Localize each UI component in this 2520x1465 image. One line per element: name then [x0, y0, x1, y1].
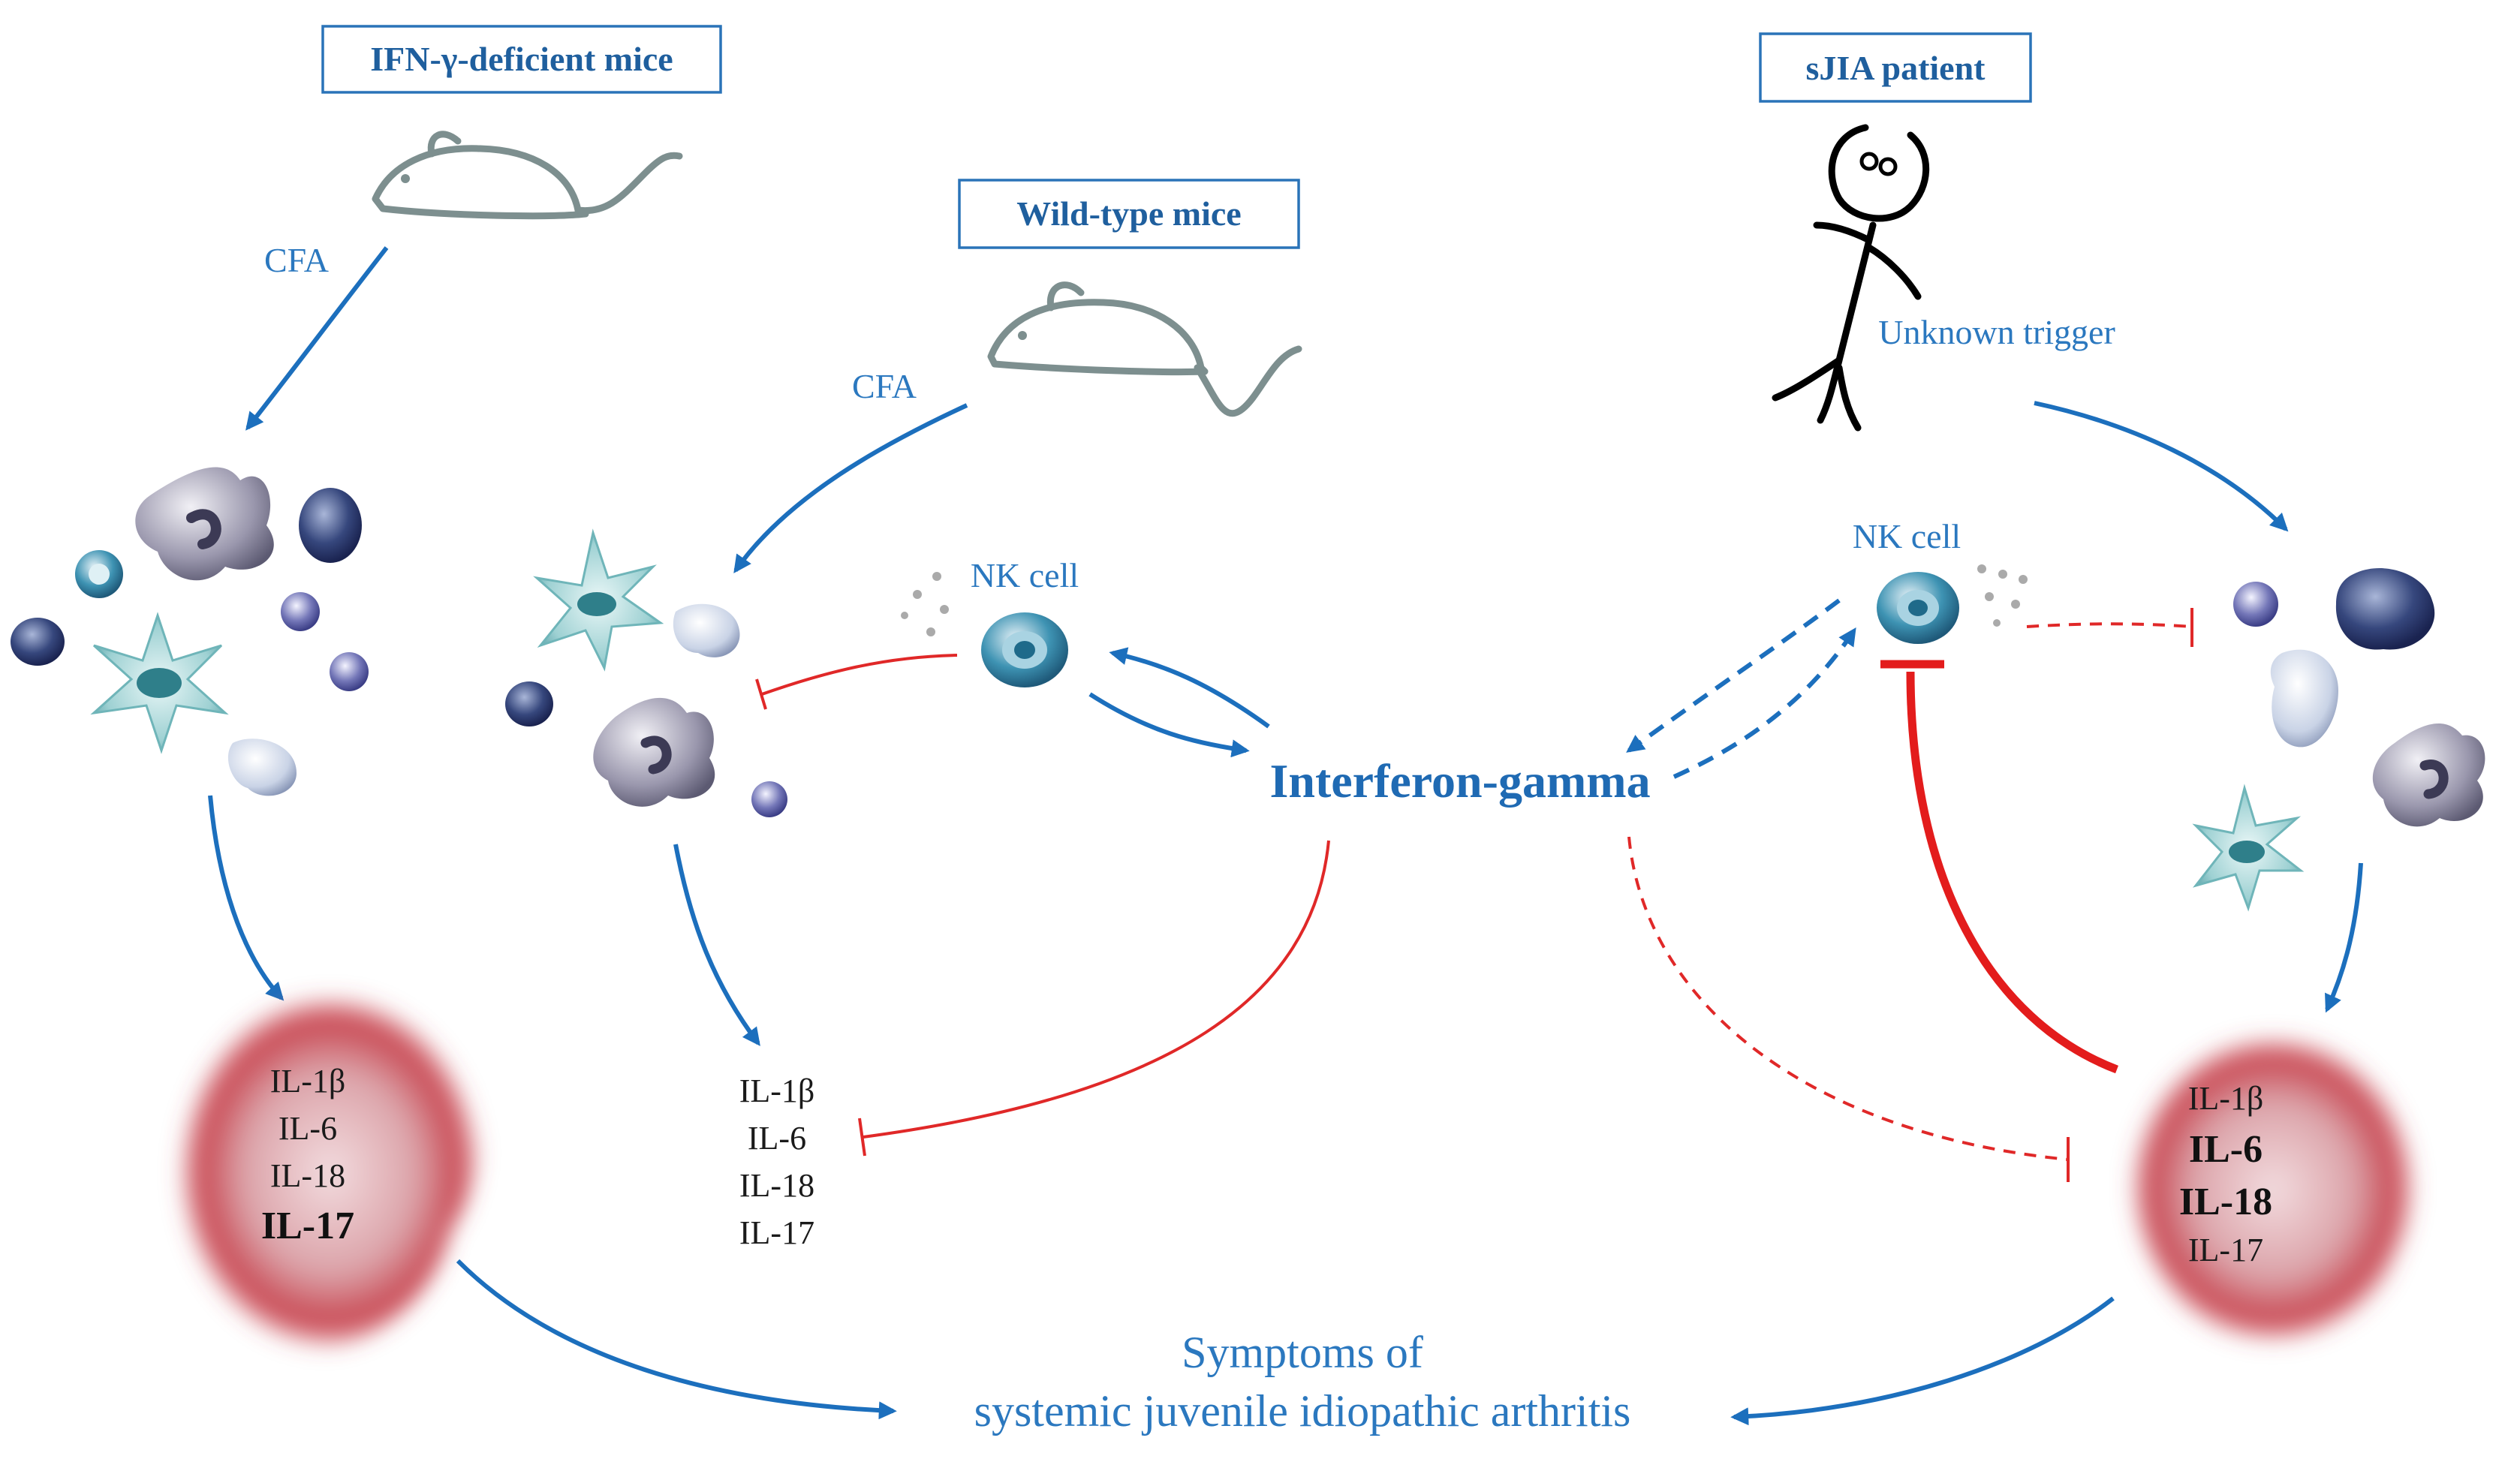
cytokine-il18: IL-18 — [270, 1157, 345, 1194]
symptoms-line2: systemic juvenile idiopathic arthritis — [974, 1386, 1631, 1436]
left-panel: IFN-γ-deficient mice CFA — [11, 25, 722, 1352]
macrophage-cell — [593, 697, 715, 807]
neutrophil-cell — [2270, 649, 2338, 748]
inhibit-ifn-to-cytokines-middle — [863, 840, 1330, 1139]
patient-figure-icon — [1772, 124, 1930, 432]
cfa-label-left: CFA — [264, 241, 329, 279]
wild-type-title: Wild-type mice — [1016, 194, 1241, 233]
mouse-icon — [987, 281, 1302, 417]
symptoms-line1: Symptoms of — [1182, 1328, 1423, 1377]
arrow-ifn-to-nk-middle — [1109, 647, 1270, 729]
lymphocyte-cell — [2335, 568, 2435, 650]
cytokine-cloud-left — [176, 992, 483, 1352]
arrow-cells-to-cytokines-right — [2325, 862, 2363, 1013]
small-cell — [2233, 582, 2278, 627]
small-cell — [751, 781, 787, 817]
nk-cell-label-middle: NK cell — [971, 556, 1079, 594]
lymphocyte-cell — [299, 488, 362, 563]
interferon-gamma-label: Interferon-gamma — [1269, 754, 1650, 808]
cytokine-il17: IL-17 — [261, 1205, 354, 1247]
inhibit-cytokines-to-nk — [1906, 671, 2118, 1074]
arrow-left-to-symptoms — [456, 1259, 897, 1420]
cytokine-cloud-right — [2128, 1033, 2418, 1345]
cytokine-il1b: IL-1β — [270, 1063, 346, 1100]
cfa-label-middle: CFA — [852, 367, 917, 405]
middle-panel: Wild-type mice CFA NK cell — [505, 179, 1330, 1251]
arrow-trigger-to-cells — [2034, 401, 2289, 532]
cytokine-il17: IL-17 — [739, 1214, 814, 1251]
cytokine-il1b: IL-1β — [2188, 1080, 2264, 1117]
small-cell — [330, 652, 369, 691]
cytokine-il18: IL-18 — [2179, 1181, 2272, 1223]
arrow-cfa-to-cells-left — [245, 246, 389, 431]
arrow-cells-to-cytokines-left — [208, 795, 285, 1001]
arrow-nk-to-ifn-middle — [1088, 692, 1250, 758]
dark-cell — [505, 681, 553, 726]
ifn-deficient-title: IFN-γ-deficient mice — [370, 40, 673, 78]
dark-cell — [11, 618, 65, 666]
cytokine-il6: IL-6 — [748, 1120, 806, 1157]
mouse-icon — [372, 131, 683, 220]
cytokine-il18: IL-18 — [739, 1167, 814, 1204]
unknown-trigger-label: Unknown trigger — [1878, 313, 2115, 351]
symptoms-label: Symptoms of systemic juvenile idiopathic… — [974, 1328, 1631, 1436]
nk-cell-label-right: NK cell — [1853, 517, 1961, 555]
inhibit-ifn-to-cytokines-right — [1627, 836, 2069, 1161]
neutrophil-cell — [673, 603, 740, 657]
arrow-nk-to-ifn-right — [1626, 598, 1841, 753]
arrow-right-to-symptoms — [1730, 1296, 2115, 1426]
cytokine-il17: IL-17 — [2188, 1232, 2263, 1268]
arrow-ifn-to-nk-right — [1672, 627, 1856, 779]
inhibit-nk-to-cells — [761, 654, 958, 696]
macrophage-cell — [2372, 723, 2485, 827]
right-panel: sJIA patient Unknown trigger NK cell — [1626, 32, 2485, 1345]
wild-type-title-box — [958, 179, 1300, 249]
cytokine-list-right: IL-1β IL-6 IL-18 IL-17 — [2179, 1080, 2272, 1268]
cytokine-list-left: IL-1β IL-6 IL-18 IL-17 — [261, 1063, 354, 1247]
sjia-title: sJIA patient — [1806, 49, 1986, 87]
neutrophil-cell — [227, 739, 297, 796]
nk-cell-right: NK cell — [1853, 517, 2028, 644]
arrow-cells-to-cytokines-middle — [673, 844, 760, 1046]
inhibit-nk-to-cells-right — [2026, 622, 2193, 628]
immune-cells-cluster-left — [11, 467, 369, 796]
ifn-deficient-title-box — [321, 25, 722, 94]
small-cell — [281, 592, 320, 631]
arrow-cfa-to-cells-middle — [733, 403, 968, 573]
cytokine-list-middle: IL-1β IL-6 IL-18 IL-17 — [739, 1072, 815, 1251]
macrophage-cell — [135, 467, 274, 581]
cytokine-il6: IL-6 — [2189, 1128, 2263, 1171]
cytokine-il6: IL-6 — [278, 1110, 337, 1147]
nk-cell-middle: NK cell — [901, 556, 1079, 687]
immune-cells-cluster-right — [2192, 568, 2485, 912]
immune-cells-cluster-middle — [505, 528, 787, 817]
sjia-title-box — [1759, 32, 2032, 103]
cytokine-il1b: IL-1β — [739, 1072, 815, 1109]
